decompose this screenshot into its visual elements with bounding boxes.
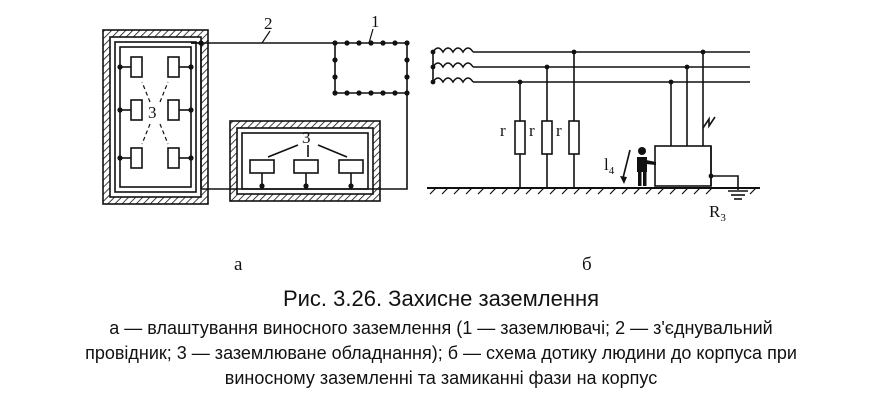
resistor-label-3: r xyxy=(556,121,562,140)
caption-line-3: виносному заземленні та замиканні фази н… xyxy=(224,368,658,388)
insulation-resistors xyxy=(514,49,580,187)
phase-lines xyxy=(473,51,750,83)
callout-3-right: 3 xyxy=(302,128,311,147)
resistor-label-2: r xyxy=(529,121,535,140)
transformer-coils xyxy=(430,47,474,85)
person-icon xyxy=(637,147,656,186)
panel-b xyxy=(427,47,760,200)
building-right xyxy=(229,120,381,202)
equipment-right-units xyxy=(249,144,364,189)
equipment-left-units xyxy=(117,56,194,169)
panel-a-label: а xyxy=(234,254,243,275)
panel-a xyxy=(102,28,410,205)
ground-resistance-label: R3 xyxy=(709,202,726,224)
caption-line-1: а — влаштування виносного заземлення (1 … xyxy=(109,318,773,338)
equipment-enclosure xyxy=(654,49,748,200)
current-arrow xyxy=(620,149,631,184)
caption-line-2: провідник; 3 — заземлюване обладнання); … xyxy=(85,343,797,363)
panel-b-label: б xyxy=(582,254,592,275)
callout-1: 1 xyxy=(371,12,380,31)
ground-line xyxy=(427,187,760,195)
ground-resistance-subscript: 3 xyxy=(720,212,726,224)
callout-3-left: 3 xyxy=(148,103,157,122)
building-left xyxy=(102,29,209,205)
callout-2: 2 xyxy=(264,14,273,33)
connecting-conductor xyxy=(191,30,408,190)
caption-title: Рис. 3.26. Захисне заземлення xyxy=(282,286,600,311)
current-label-subscript: 4 xyxy=(609,165,615,177)
current-label: l4 xyxy=(604,155,615,177)
earth-electrode-loop xyxy=(198,28,410,96)
resistor-label-1: r xyxy=(500,121,506,140)
